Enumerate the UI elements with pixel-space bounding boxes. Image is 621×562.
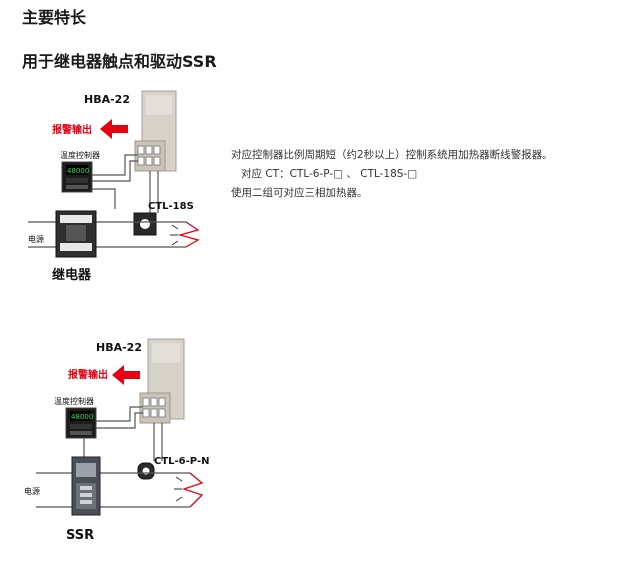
ct-label: CTL-18S [148, 201, 194, 212]
break-spark-icon [174, 476, 183, 502]
ct-label: CTL-6-P-N [154, 456, 209, 467]
hba-22-unit [139, 338, 185, 424]
power-label: 电源 [28, 234, 44, 244]
relay-device [55, 210, 97, 258]
alarm-arrow-icon [100, 119, 128, 139]
device-label: 继电器 [52, 267, 92, 283]
description-line-3: 使用二组可对应三相加热器。 [231, 187, 368, 199]
heater-icon [177, 221, 200, 248]
relay-wiring-diagram: HBA-22 报警输出 温度控制器 48000 CTL-18S 电源 继电器 [28, 90, 200, 283]
alarm-label: 报警输出 [68, 368, 108, 381]
temperature-controller: 48000 [61, 161, 93, 193]
temperature-controller: 48000 [65, 407, 97, 439]
ct-sensor [137, 462, 155, 480]
heater-icon [181, 472, 204, 508]
section-subtitle: 用于继电器触点和驱动SSR [22, 52, 217, 71]
section-title: 主要特长 [22, 8, 87, 27]
description-line-2: 对应 CT：CTL-6-P-□ 、 CTL-18S-□ [241, 168, 418, 180]
hba-22-unit [134, 90, 177, 172]
unit-label: HBA-22 [84, 93, 130, 106]
alarm-label: 报警输出 [52, 123, 92, 136]
device-label: SSR [66, 528, 94, 543]
feature-description: 对应控制器比例周期短（约2秒以上）控制系统用加热器断线警报器。 对应 CT：CT… [231, 146, 571, 203]
controller-label: 温度控制器 [60, 150, 100, 160]
controller-display: 48000 [67, 167, 89, 175]
alarm-arrow-icon [112, 365, 140, 385]
unit-label: HBA-22 [96, 341, 142, 354]
controller-label: 温度控制器 [54, 396, 94, 406]
break-spark-icon [170, 224, 179, 246]
description-line-1: 对应控制器比例周期短（约2秒以上）控制系统用加热器断线警报器。 [231, 149, 553, 161]
controller-display: 48000 [71, 413, 93, 421]
ssr-device [71, 456, 101, 516]
signal-wire [92, 154, 138, 176]
signal-wire [96, 406, 143, 422]
ssr-wiring-diagram: HBA-22 报警输出 温度控制器 48000 CTL-6-P-N 电源 SSR [24, 338, 209, 543]
ct-sensor [133, 212, 157, 236]
power-label: 电源 [24, 486, 40, 496]
